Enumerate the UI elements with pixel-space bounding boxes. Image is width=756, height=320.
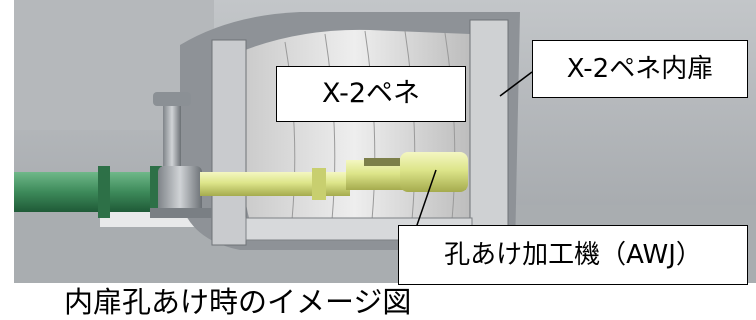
valve-body: [158, 166, 202, 214]
leader-machine: [415, 169, 437, 229]
green-pipe-flange: [98, 166, 110, 218]
machine-label: 孔あけ加工機（AWJ）: [398, 225, 748, 285]
outer-frame-left: [211, 39, 247, 246]
leader-inner-door: [499, 71, 533, 97]
figure-caption: 内扉孔あけ時のイメージ図: [64, 285, 412, 319]
drum-ribs: [284, 30, 456, 221]
inner-door-label: X-2ペネ内扉: [532, 40, 748, 98]
yellow-tube-joint: [312, 168, 326, 200]
penetration-label: X-2ペネ: [276, 66, 466, 122]
inner-door-frame: [469, 19, 509, 249]
valve-stem: [163, 102, 181, 172]
green-pipe: [14, 172, 174, 212]
valve-base: [150, 208, 212, 218]
yellow-head: [400, 152, 468, 192]
valve-handwheel: [153, 92, 191, 106]
yellow-linkage: [364, 158, 400, 166]
yellow-tube: [200, 172, 350, 196]
